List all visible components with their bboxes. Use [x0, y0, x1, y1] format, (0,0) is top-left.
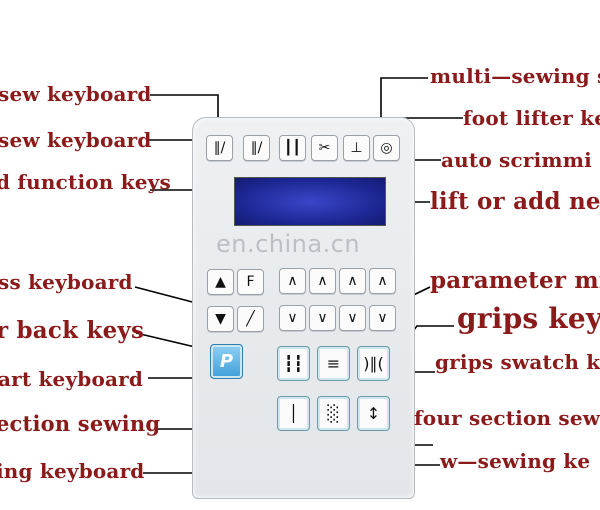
param-up-1[interactable]: ∧: [279, 268, 306, 294]
param-up-2[interactable]: ∧: [309, 268, 336, 294]
single-key[interactable]: │: [277, 396, 310, 431]
control-panel: ∥/ ∥/ ┃┃ ✂ ⊥ ◎ ▲ F ▼ ╱ ∧ ∧ ∧ ∧ ∨ ∨ ∨ ∨ P…: [192, 117, 415, 499]
label-grips-key: grips keyb: [457, 302, 600, 335]
label-ing-keyboard: ing keyboard: [0, 459, 145, 483]
multi-sewing-key[interactable]: ◎: [373, 135, 400, 161]
param-down-1[interactable]: ∨: [279, 305, 306, 331]
function-key[interactable]: ┃┃: [279, 135, 306, 161]
foot-lifter-key[interactable]: ⊥: [343, 135, 370, 161]
label-art-keyboard: art keyboard: [0, 367, 144, 391]
label-ss-keyboard: ss keyboard: [0, 270, 133, 294]
label-parameter: parameter mi: [430, 267, 600, 294]
start-key[interactable]: ┇┇: [277, 346, 310, 381]
back-key[interactable]: ╱: [237, 306, 264, 332]
label-section-sewing: ection sewing: [0, 411, 161, 436]
label-four-section: four section sew: [414, 406, 600, 430]
label-back-keys: r back keys: [0, 317, 145, 344]
label-function-keys: d function keys: [0, 170, 171, 194]
lcd-display: [234, 177, 386, 226]
sew-key-1[interactable]: ∥/: [206, 135, 233, 161]
p-key[interactable]: P: [210, 344, 243, 379]
w-sewing-key[interactable]: ≡: [317, 346, 350, 381]
watermark: en.china.cn: [216, 230, 361, 258]
label-sew-keyboard-2: sew keyboard: [0, 128, 152, 152]
four-section-key[interactable]: ░: [317, 396, 350, 431]
grips-key[interactable]: )∥(: [357, 346, 390, 381]
label-multi-sewing: multi—sewing s: [430, 64, 600, 88]
label-lift-or-add: lift or add nee: [430, 188, 600, 215]
label-sew-keyboard-1: sew keyboard: [0, 82, 152, 106]
needle-key[interactable]: ↕: [357, 396, 390, 431]
param-up-4[interactable]: ∧: [369, 268, 396, 294]
up-key[interactable]: ▲: [207, 269, 234, 295]
label-w-sewing: w—sewing ke: [440, 449, 591, 473]
auto-scrimming-key[interactable]: ✂: [311, 135, 338, 161]
label-foot-lifter: foot lifter ke: [463, 106, 600, 130]
param-down-2[interactable]: ∨: [309, 305, 336, 331]
param-down-3[interactable]: ∨: [339, 305, 366, 331]
down-key[interactable]: ▼: [207, 306, 234, 332]
param-up-3[interactable]: ∧: [339, 268, 366, 294]
param-down-4[interactable]: ∨: [369, 305, 396, 331]
label-grips-swatch: grips swatch k: [435, 350, 600, 374]
label-auto-scrimming: auto scrimmi: [441, 148, 592, 172]
sew-key-2[interactable]: ∥/: [243, 135, 270, 161]
f-key[interactable]: F: [237, 269, 264, 295]
